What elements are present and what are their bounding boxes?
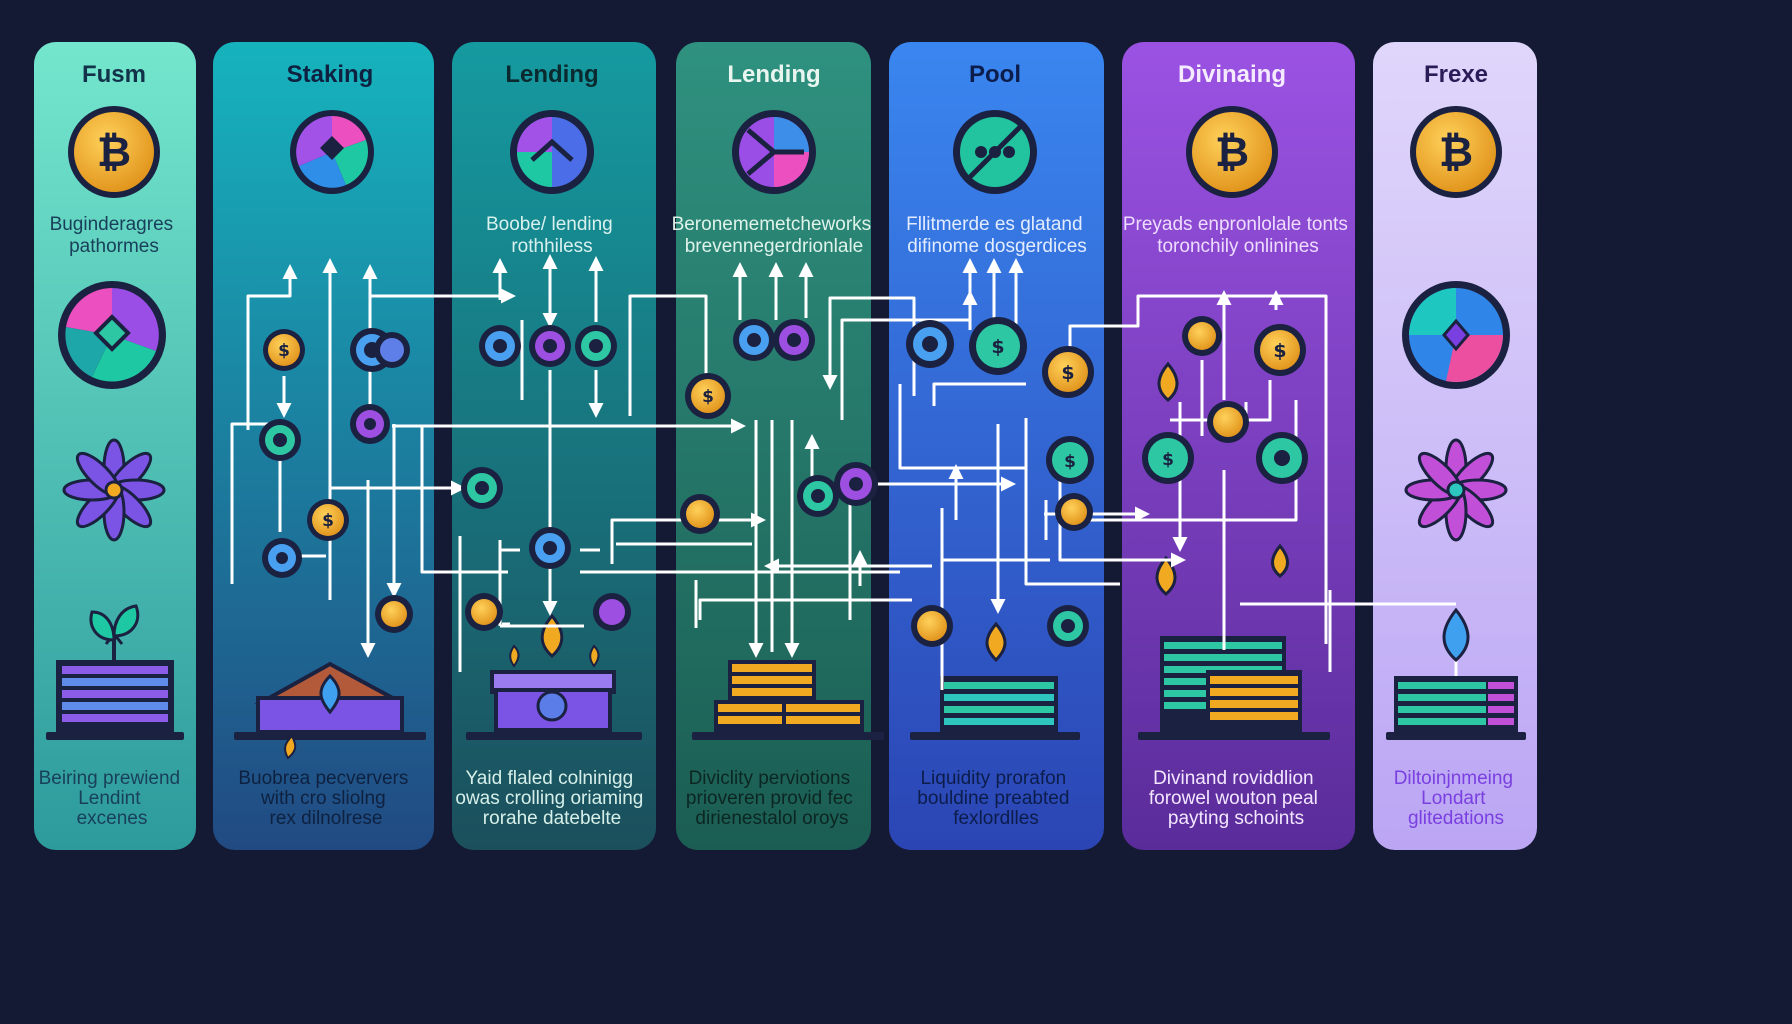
- drop-icon: [1442, 607, 1470, 662]
- svg-text:$: $: [1162, 450, 1174, 470]
- pie-chart-icon: [1402, 281, 1510, 389]
- coin-icon: [529, 527, 571, 569]
- svg-text:$: $: [991, 336, 1004, 358]
- bars-icon: [1138, 636, 1330, 740]
- panel-title-divinaing: Divinaing: [1178, 61, 1286, 88]
- coin-icon: [593, 593, 631, 631]
- coin-icon: [834, 462, 878, 506]
- svg-text:$: $: [322, 511, 334, 531]
- coin-icon: $: [1142, 432, 1194, 484]
- gold-bars-icon: [692, 660, 884, 740]
- sprout-icon: [89, 604, 140, 660]
- coin-icon: [1256, 432, 1308, 484]
- coin-icon: $: [1254, 324, 1306, 376]
- coin-nodes: $ $ $ $ $ $ $ $: [259, 316, 1308, 647]
- coin-icon: [1182, 316, 1222, 356]
- coin-icon: [259, 419, 301, 461]
- svg-text:$: $: [1061, 362, 1074, 384]
- panel-foot-pool: Liquidity prorafon bouldine preabted fex…: [917, 768, 1074, 829]
- pie-chart-icon: [953, 110, 1037, 194]
- coin-icon: $: [263, 329, 305, 371]
- pie-chart-icon: [732, 110, 816, 194]
- striped-base: [46, 660, 184, 740]
- panel-foot-frexe: Diltoinjnmeing Londart glitedations: [1394, 768, 1519, 829]
- pie-chart-icon: [58, 281, 166, 389]
- coin-icon: [906, 320, 954, 368]
- coin-icon: [461, 467, 503, 509]
- panel-desc-pool: Fllitmerde es glatand difinome dosgerdic…: [906, 214, 1088, 257]
- drop-icon: [985, 621, 1007, 663]
- panel-foot-fusm: Beiring prewiend Lendint excenes: [39, 768, 186, 829]
- svg-text:$: $: [1273, 340, 1286, 362]
- coin-icon: [1207, 401, 1249, 443]
- coin-icon: [375, 595, 413, 633]
- coin-icon: $: [1046, 436, 1094, 484]
- pie-chart-icon: [510, 110, 594, 194]
- panel-foot-divinaing: Divinand roviddlion forowel wouton peal …: [1149, 768, 1323, 829]
- coin-icon: [1047, 605, 1089, 647]
- bars-icon: [1386, 676, 1526, 740]
- svg-text:₿: ₿: [1215, 127, 1249, 176]
- panel-desc-divinaing: Preyads enpronlolale tonts toronchily on…: [1123, 214, 1353, 257]
- coin-icon: $: [307, 499, 349, 541]
- panel-foot-lending-1: Yaid flaled colninigg owas crolling oria…: [455, 768, 648, 829]
- box-icon: [466, 670, 642, 740]
- panel-title-frexe: Frexe: [1424, 61, 1488, 88]
- coin-icon: [575, 325, 617, 367]
- bitcoin-icon: ₿: [1410, 106, 1502, 198]
- coin-icon: [1055, 493, 1093, 531]
- svg-text:₿: ₿: [1439, 127, 1473, 176]
- coin-icon: $: [969, 317, 1027, 375]
- coin-icon: [465, 593, 503, 631]
- flower-icon: [62, 438, 166, 542]
- svg-text:$: $: [278, 341, 290, 361]
- svg-text:$: $: [1064, 452, 1076, 472]
- panel-desc-lending-1: Boobe/ lending rothhiless: [486, 214, 618, 257]
- bitcoin-icon: ₿: [68, 106, 160, 198]
- panel-title-lending-2: Lending: [727, 61, 820, 88]
- coin-icon: [911, 605, 953, 647]
- panel-desc-fusm: Buginderagres pathormes: [50, 214, 179, 257]
- coin-icon: [350, 404, 390, 444]
- coin-icon: [680, 494, 720, 534]
- coin-icon: [773, 319, 815, 361]
- panel-staking: [213, 42, 434, 850]
- svg-text:₿: ₿: [97, 127, 131, 176]
- panel-title-staking: Staking: [287, 61, 374, 88]
- pie-chart-icon: [290, 110, 374, 194]
- striped-bars-icon: [910, 676, 1080, 740]
- panel-lending-1: [452, 42, 656, 850]
- panel-title-pool: Pool: [969, 61, 1021, 88]
- drop-icon: [319, 673, 341, 715]
- flower-icon: [1404, 438, 1508, 542]
- coin-icon: [374, 332, 410, 368]
- coin-icon: [797, 475, 839, 517]
- coin-icon: [479, 325, 521, 367]
- coin-icon: [529, 325, 571, 367]
- flame-icon: [284, 734, 297, 760]
- panel-title-fusm: Fusm: [82, 61, 146, 88]
- coin-icon: $: [685, 373, 731, 419]
- coin-icon: [262, 538, 302, 578]
- drop-icon: [1155, 361, 1289, 596]
- panel-title-lending-1: Lending: [505, 61, 598, 88]
- coin-icon: $: [1042, 346, 1094, 398]
- panel-foot-staking: Buobrea pecververs with cro sliolng rex …: [238, 768, 413, 829]
- panel-desc-lending-2: Beronememetcheworks brevennegerdrionlale: [672, 214, 877, 257]
- svg-text:$: $: [702, 387, 714, 407]
- panel-foot-lending-2: Diviclity perviotions prioveren provid f…: [686, 768, 858, 829]
- bitcoin-icon: ₿: [1186, 106, 1278, 198]
- coin-icon: [733, 319, 775, 361]
